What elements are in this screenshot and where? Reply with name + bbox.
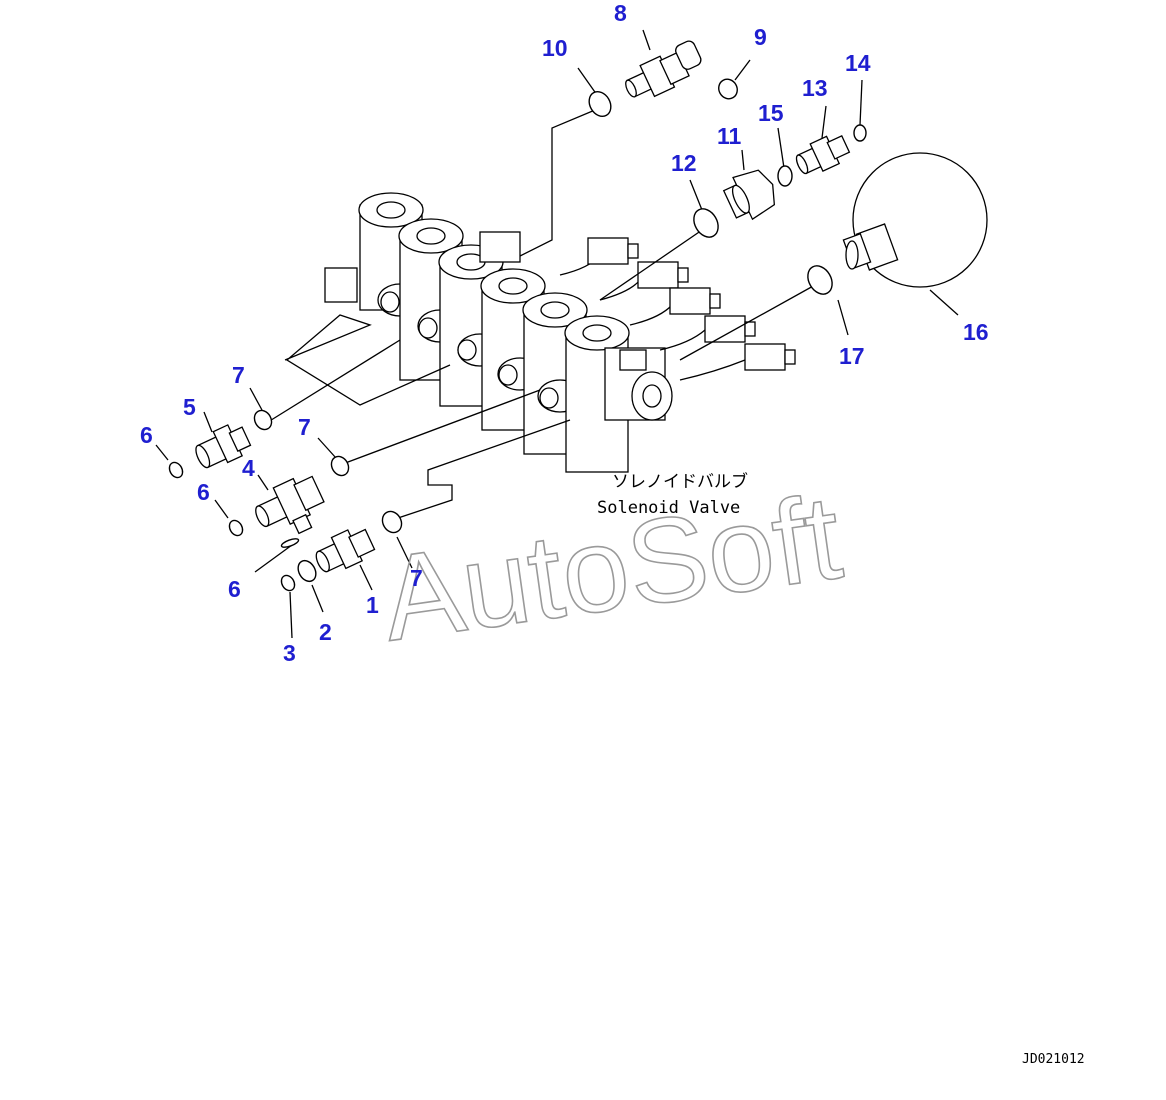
accumulator-16 xyxy=(842,152,988,288)
callout-11: 11 xyxy=(717,123,742,149)
o-ring-10 xyxy=(588,90,612,118)
callout-6: 6 xyxy=(140,422,153,448)
o-ring-3 xyxy=(280,574,296,592)
callout-12: 12 xyxy=(671,150,697,176)
callout-13: 13 xyxy=(802,75,828,101)
valve-end-port xyxy=(604,347,673,421)
callout-10: 10 xyxy=(542,35,568,61)
wire-connectors xyxy=(559,237,796,381)
o-ring-7c xyxy=(381,510,403,534)
callout-labels: 10 8 9 14 13 15 11 12 16 17 7 5 6 7 4 6 … xyxy=(140,0,989,666)
o-ring-2 xyxy=(297,559,317,583)
callout-1: 1 xyxy=(366,592,379,618)
fitting-5 xyxy=(195,424,252,469)
callout-6: 6 xyxy=(228,576,241,602)
elbow-fitting-8 xyxy=(625,40,702,98)
callout-8: 8 xyxy=(614,0,627,26)
o-ring-7b xyxy=(330,455,350,477)
callout-15: 15 xyxy=(758,100,784,126)
tee-fitting-4 xyxy=(255,475,325,535)
caption-english: Solenoid Valve xyxy=(597,498,740,518)
o-rings xyxy=(168,78,867,592)
callout-7: 7 xyxy=(410,565,423,591)
caption-japanese: ソレノイドバルブ xyxy=(612,471,748,492)
callout-17: 17 xyxy=(839,343,865,369)
fitting-13 xyxy=(795,134,851,175)
callout-6: 6 xyxy=(197,479,210,505)
callout-7: 7 xyxy=(232,362,245,388)
plug-11 xyxy=(722,169,776,221)
o-ring-6a xyxy=(168,461,184,479)
o-ring-9 xyxy=(718,78,738,100)
solenoid-valve-assembly xyxy=(324,192,796,473)
o-ring-12 xyxy=(693,208,719,238)
callout-9: 9 xyxy=(754,24,767,50)
callout-7: 7 xyxy=(298,414,311,440)
o-ring-6c xyxy=(280,538,300,548)
leader-lines xyxy=(155,29,959,639)
callout-3: 3 xyxy=(283,640,296,666)
drawing-code: JD021012 xyxy=(1022,1052,1085,1067)
callout-14: 14 xyxy=(845,50,871,76)
o-ring-6b xyxy=(228,519,244,537)
callout-2: 2 xyxy=(319,619,332,645)
fittings xyxy=(195,40,988,573)
fitting-1 xyxy=(315,528,376,573)
callout-16: 16 xyxy=(963,319,989,345)
o-ring-15 xyxy=(777,165,793,187)
callout-4: 4 xyxy=(242,455,255,481)
o-ring-17 xyxy=(807,265,833,295)
callout-5: 5 xyxy=(183,394,196,420)
o-ring-7a xyxy=(253,409,273,431)
o-ring-14 xyxy=(853,124,867,142)
